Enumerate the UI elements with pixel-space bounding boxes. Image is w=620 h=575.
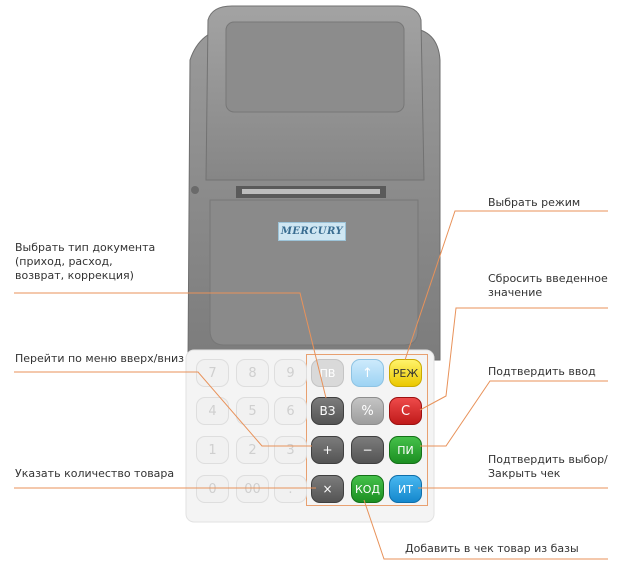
key-kplus[interactable]: + xyxy=(311,436,344,464)
key-kdot[interactable]: . xyxy=(274,475,307,503)
key-k4[interactable]: 4 xyxy=(196,397,229,425)
key-kmul[interactable]: × xyxy=(311,475,344,503)
key-kit[interactable]: ИТ xyxy=(389,475,422,503)
key-k8[interactable]: 8 xyxy=(236,359,269,387)
callout-reset-line1: Сбросить введенное xyxy=(488,272,608,285)
side-screw xyxy=(191,186,199,194)
key-k6[interactable]: 6 xyxy=(274,397,307,425)
key-k3[interactable]: 3 xyxy=(274,436,307,464)
callout-doc-type-line2: (приход, расход, xyxy=(15,255,113,268)
callout-doc-type-line1: Выбрать тип документа xyxy=(15,241,156,254)
key-k7[interactable]: 7 xyxy=(196,359,229,387)
callout-confirm-input: Подтвердить ввод xyxy=(488,365,596,378)
callout-confirm-choice-line1: Подтвердить выбор/ xyxy=(488,453,608,466)
mercury-logo: MERCURY xyxy=(278,222,346,241)
callout-quantity: Указать количество товара xyxy=(15,467,175,480)
key-k5[interactable]: 5 xyxy=(236,397,269,425)
callout-doc-type-line3: возврат, коррекция) xyxy=(15,269,134,282)
callout-add-from-db: Добавить в чек товар из базы xyxy=(405,542,579,555)
key-kup[interactable]: ↑ xyxy=(351,359,384,387)
callout-confirm-choice-line2: Закрыть чек xyxy=(488,467,561,480)
key-k00[interactable]: 00 xyxy=(236,475,269,503)
key-k2[interactable]: 2 xyxy=(236,436,269,464)
key-kpv[interactable]: ПВ xyxy=(311,359,344,387)
key-k0[interactable]: 0 xyxy=(196,475,229,503)
callout-reset-line2: значение xyxy=(488,286,543,299)
key-krezh[interactable]: РЕЖ xyxy=(389,359,422,387)
cover-window xyxy=(225,21,405,113)
key-kc[interactable]: С xyxy=(389,397,422,425)
key-kpct[interactable]: % xyxy=(351,397,384,425)
key-k1[interactable]: 1 xyxy=(196,436,229,464)
key-k9[interactable]: 9 xyxy=(274,359,307,387)
callout-menu-nav: Перейти по меню вверх/вниз xyxy=(15,352,185,365)
key-kminus[interactable]: − xyxy=(351,436,384,464)
key-kpi[interactable]: ПИ xyxy=(389,436,422,464)
key-kvz[interactable]: ВЗ xyxy=(311,397,344,425)
key-kkod[interactable]: КОД xyxy=(351,475,384,503)
callout-select-mode: Выбрать режим xyxy=(488,196,581,209)
